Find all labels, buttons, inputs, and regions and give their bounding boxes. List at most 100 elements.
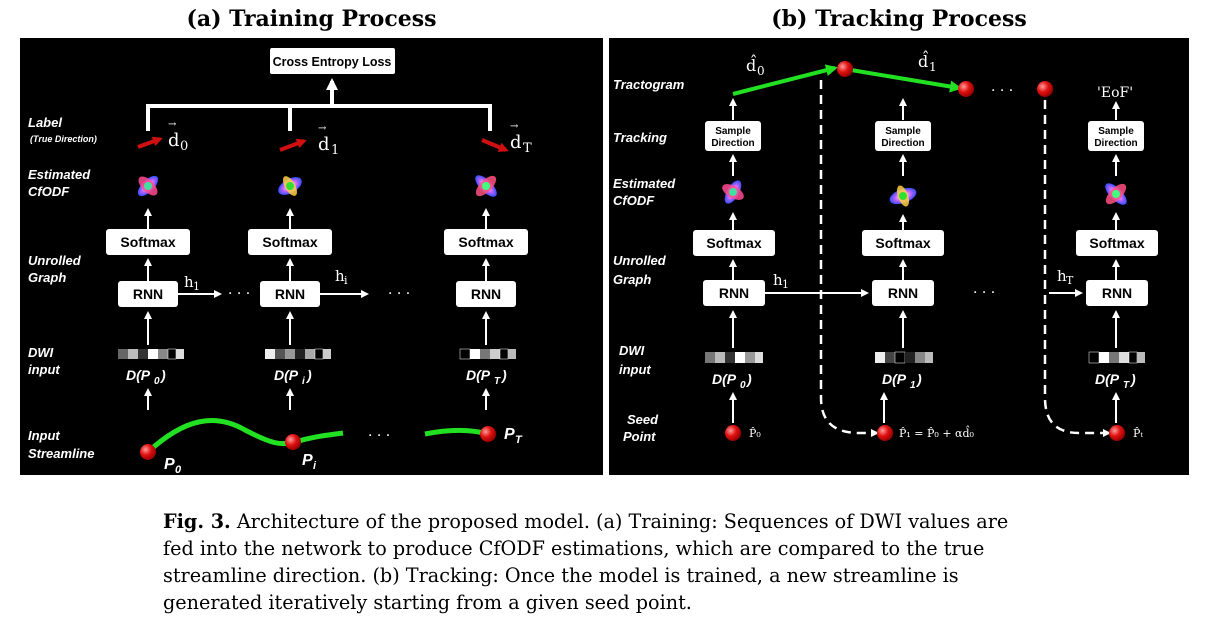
cfodf-glyph-1: [278, 176, 302, 196]
svg-text:i: i: [302, 376, 305, 387]
direction-label-1: → d 1: [318, 123, 339, 158]
rnn-box-t: RNN: [456, 281, 516, 307]
svg-text:T: T: [523, 141, 532, 156]
eof-label: 'EoF': [1097, 85, 1133, 101]
figure-label: Fig. 3.: [163, 510, 231, 533]
row-label-tractogram: Tractogram: [613, 77, 685, 92]
svg-text:Sample: Sample: [715, 126, 751, 137]
svg-text:D(P: D(P: [712, 371, 737, 387]
svg-text:P: P: [302, 452, 313, 469]
row-label-stream-1: Input: [28, 428, 60, 443]
svg-text:h: h: [335, 267, 345, 285]
dwi-input-label-b-1: D(P 1 ): [882, 371, 922, 391]
svg-text:1: 1: [193, 280, 200, 293]
svg-text:RNN: RNN: [1102, 285, 1132, 301]
streamline-point-i: [285, 434, 301, 450]
hidden-label-b-t: h T: [1057, 267, 1074, 287]
svg-text:→: →: [510, 121, 519, 132]
row-label-dwi-1: DWI: [28, 345, 54, 360]
row-label-graph-1-b: Unrolled: [613, 253, 667, 268]
training-process-panel: Cross Entropy Loss Label (True Direction…: [20, 38, 603, 475]
dwi-strip-0: [118, 348, 184, 360]
svg-text:d: d: [318, 134, 330, 155]
label-arrow-t: [481, 138, 509, 152]
seed-point-0: [725, 425, 741, 441]
svg-text:Softmax: Softmax: [706, 235, 761, 251]
svg-text:→: →: [168, 119, 177, 130]
sample-direction-box-0: Sample Direction: [705, 121, 761, 151]
seed-label-t: P̂ₜ: [1133, 427, 1143, 440]
panel-a-title: (a) Training Process: [186, 6, 437, 32]
svg-text:0: 0: [175, 464, 182, 475]
dwi-input-label-b-t: D(P T ): [1095, 371, 1136, 391]
dwi-input-label-t: D(P T ): [466, 367, 507, 387]
svg-text:P: P: [504, 426, 515, 443]
svg-text:Softmax: Softmax: [262, 234, 317, 250]
svg-text:d̂: d̂: [918, 51, 929, 71]
panel-b-background: [609, 38, 1189, 475]
seed-label-0: P̂₀: [749, 427, 761, 440]
cfodf-glyph-0: [137, 175, 159, 197]
cross-entropy-loss-label: Cross Entropy Loss: [273, 55, 392, 69]
point-label-0: P 0: [164, 456, 182, 475]
svg-text:1: 1: [782, 278, 789, 291]
row-label-graph-1: Unrolled: [28, 253, 82, 268]
svg-text:): ): [500, 367, 507, 383]
svg-text:D(P: D(P: [466, 367, 491, 383]
row-label-seed-2: Point: [623, 429, 656, 444]
svg-text:): ): [305, 367, 312, 383]
row-label-dwi-1-b: DWI: [619, 343, 645, 358]
softmax-box-b-1: Softmax: [862, 230, 944, 256]
rnn-box-1: RNN: [260, 281, 320, 307]
svg-text:0: 0: [154, 376, 160, 387]
svg-text:d: d: [510, 132, 522, 153]
svg-text:Softmax: Softmax: [1089, 235, 1144, 251]
svg-text:1: 1: [910, 380, 916, 391]
tractogram-point-2: [958, 81, 974, 97]
svg-text:Sample: Sample: [885, 126, 921, 137]
svg-text:D(P: D(P: [1095, 371, 1120, 387]
feedback-dashed-t: [1043, 100, 1111, 437]
svg-text:Softmax: Softmax: [875, 235, 930, 251]
ellipsis-a-2: · · ·: [388, 286, 410, 302]
row-label-cfodf-2-b: CfODF: [613, 193, 655, 208]
svg-text:D(P: D(P: [882, 371, 907, 387]
ellipsis-b-mid: · · ·: [973, 285, 995, 301]
point-label-t: P T: [504, 426, 523, 446]
row-label-label: Label: [28, 115, 62, 130]
row-label-dwi-2: input: [28, 362, 60, 377]
svg-text:h: h: [773, 271, 783, 289]
svg-text:): ): [159, 367, 166, 383]
ellipsis-a-1: · · ·: [228, 286, 250, 302]
tractogram-arrow-1: [850, 68, 962, 93]
dwi-strip-1: [265, 348, 331, 360]
svg-text:0: 0: [740, 380, 746, 391]
svg-text:): ): [1129, 371, 1136, 387]
softmax-box-b-0: Softmax: [693, 230, 775, 256]
svg-text:d̂: d̂: [746, 55, 757, 75]
ellipsis-b-top: · · ·: [991, 83, 1013, 99]
tracked-direction-label-1: d̂ 1: [918, 51, 937, 74]
svg-text:P: P: [164, 456, 175, 473]
row-label-tracking: Tracking: [613, 130, 667, 145]
rnn-box-b-0: RNN: [703, 280, 765, 306]
row-label-cfodf-1: Estimated: [28, 167, 91, 182]
svg-text:T: T: [1123, 380, 1130, 391]
row-label-stream-2: Streamline: [28, 446, 94, 461]
dwi-strip-b-t: [1088, 351, 1145, 364]
direction-label-0: → d 0: [168, 119, 188, 154]
rnn-box-0: RNN: [118, 281, 178, 307]
row-label-seed-1: Seed: [627, 412, 659, 427]
svg-text:T: T: [494, 376, 501, 387]
panel-b-title: (b) Tracking Process: [771, 6, 1027, 32]
cfodf-glyph-t: [475, 175, 497, 197]
cfodf-glyph-b-1: [889, 185, 917, 207]
svg-text:→: →: [318, 123, 327, 134]
softmax-box-b-t: Softmax: [1076, 230, 1158, 256]
feedback-dashed-1: [819, 80, 879, 437]
cross-entropy-loss-box: [270, 48, 395, 74]
svg-text:1: 1: [929, 60, 937, 74]
tractogram-arrow-0: [732, 64, 838, 96]
row-label-label-sub: (True Direction): [30, 134, 97, 144]
ellipsis-a-3: · · ·: [368, 428, 390, 444]
